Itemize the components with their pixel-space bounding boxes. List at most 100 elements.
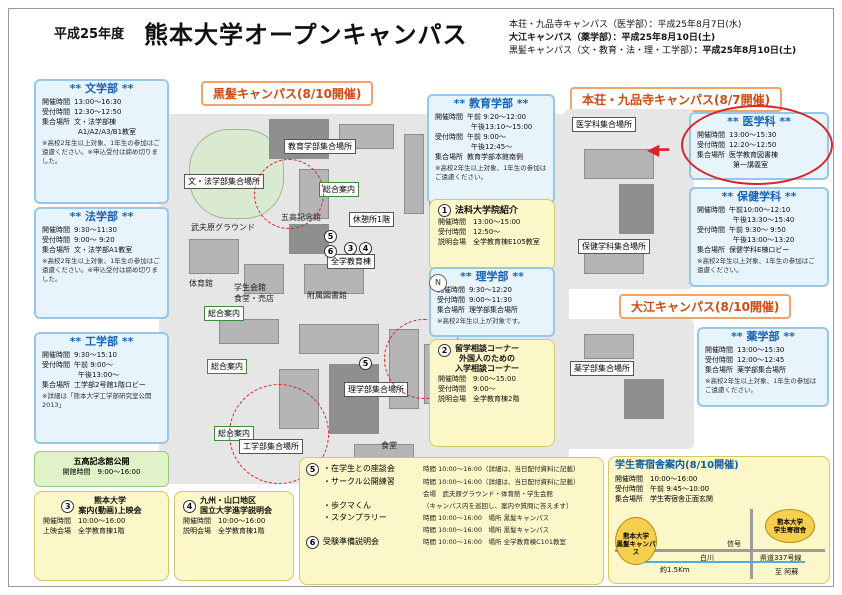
kurokami-campus-tag: 黒髪キャンパス(8/10開催) (201, 81, 374, 106)
info-row: 午後12:45～ (471, 143, 513, 151)
info-row: 集合場所文・法学部棟 (42, 118, 116, 126)
info-row: 午後13:00～13:20 (733, 236, 795, 244)
map-building (219, 319, 279, 344)
oe-campus-tag: 大江キャンパス(8/10開催) (619, 294, 792, 319)
letters-note: ※高校2年生以上対象、1年生の参加はご遠慮ください。※申込受付は締め切りました。 (42, 139, 160, 165)
info-row: 集合場所薬学部集合場所 (705, 366, 786, 374)
info-row: 集合場所文・法学部A1教室 (42, 246, 133, 254)
dorm-row: 集合場所 学生寄宿舎正面玄関 (615, 495, 713, 503)
map-building (329, 364, 379, 434)
map-marker-6: 6 (324, 239, 337, 258)
event-row: ・スタンプラリー 時間 10:00～16:00 場所 黒髪キャンパス (323, 513, 550, 522)
map-building (244, 264, 284, 294)
signal-label: 信号 (727, 540, 741, 548)
dorm-route-map: 熊本大学 黒髪キャンパス 熊本大学 学生寄宿舎 約1.5Km 信号 県道337号… (615, 509, 825, 579)
exam-num: 6 (306, 536, 319, 549)
info-row: 集合場所工学部2号館1階ロビー (42, 381, 146, 389)
map-marker-3: 3 (344, 236, 357, 255)
event-row: 6 受験準備説明会 時間 10:00～16:00 場所 全学教育棟C101教室 (306, 536, 597, 549)
health-title: ** 保健学科 ** (721, 190, 797, 203)
education-info-box: ** 教育学部 ** 開催時間午前 9:20～12:00 午後13:10～15:… (427, 94, 555, 204)
dorm-info-box: 学生寄宿舎案内(8/10開催) 開催時間 10:00～16:00 受付時間 午前… (608, 456, 830, 584)
kyushu-event-box: 4 九州・山口地区 国立大学進学説明会 開催時間 10:00～16:00 説明会… (174, 491, 294, 581)
info-row: 受付時間午前 9:00～ (435, 133, 506, 141)
letters-title: ** 文学部 ** (69, 82, 134, 95)
map-building (584, 334, 634, 359)
north-arrow-icon: N (429, 274, 447, 292)
pharmacy-title: ** 薬学部 ** (731, 330, 795, 343)
road-label: 県道337号線 (760, 554, 802, 562)
map-building (619, 184, 654, 234)
health-info-box: ** 保健学科 ** 開催時間午前10:00～12:10 午後13:30～15:… (689, 187, 829, 287)
intl-row: 開催時間 9:00～15:00 (438, 375, 516, 383)
health-note: ※高校2年生以上対象、1年生の参加はご遠慮ください。 (697, 257, 815, 274)
intl-num: 2 (438, 344, 451, 357)
campus-spot-label: 熊本大学 黒髪キャンパス (615, 517, 657, 565)
gym-label: 体育館 (189, 279, 213, 288)
rest-area-label: 休憩所1階 (349, 212, 395, 227)
law-school-event-box: 1 法科大学院紹介 開催時間 13:00～15:00 受付時間 12:50～ 説… (429, 199, 555, 271)
info-row: 午後13:10～15:00 (471, 123, 533, 131)
law-title: ** 法学部 ** (69, 210, 134, 223)
road-line (750, 509, 753, 579)
canteen-label: 食堂 (381, 441, 397, 450)
medicine-meeting-point-label: 医学科集合場所 (572, 117, 636, 132)
movie-row: 上映会場 全学教育棟1階 (43, 527, 125, 535)
event-row: ・サークル公開練習 時間 10:00～16:00（詳細は、当日配付資料に記載） (323, 477, 580, 486)
law-school-row: 受付時間 12:50～ (438, 228, 501, 236)
map-building (624, 379, 664, 419)
education-title: ** 教育学部 ** (453, 97, 529, 110)
map-building (299, 324, 379, 354)
event-row: 5 ・在学生との座談会 時間 10:00～16:00（詳細は、当日配付資料に記載… (306, 463, 597, 476)
hall-label: 学生会館 食堂・売店 (234, 283, 274, 303)
movie-heading: 3 熊本大学 案内(動画)上映会 (43, 496, 160, 516)
info-row: 開催時間午前 9:20～12:00 (435, 113, 527, 121)
kyushu-heading: 4 九州・山口地区 国立大学進学説明会 (183, 496, 285, 516)
engineering-title: ** 工学部 ** (69, 335, 134, 348)
law-school-title: 法科大学院紹介 (455, 205, 519, 216)
info-row: A1/A2/A3/B1教室 (78, 128, 137, 136)
date-row-honjo: 本荘・九品寺キャンパス（医学部）：平成25年8月7日(水) (509, 20, 742, 30)
dorm-row: 開催時間 10:00～16:00 (615, 475, 698, 483)
science-title: ** 理学部 ** (460, 270, 524, 283)
pharmacy-meeting-point-label: 薬学部集合場所 (570, 361, 634, 376)
medicine-highlight (681, 105, 833, 185)
map-building (189, 239, 239, 274)
engineering-zone (229, 384, 329, 484)
map-marker-5b: 5 (359, 351, 372, 370)
kyushu-num: 4 (183, 499, 196, 513)
event-dates: 本荘・九品寺キャンパス（医学部）：平成25年8月7日(水) 大江キャンパス（薬学… (509, 19, 796, 58)
letters-zone (254, 159, 324, 229)
ground-label: 武夫原グラウンド (191, 223, 255, 232)
info-row: 集合場所保健学科E棟ロビー (697, 246, 790, 254)
event-row: ・歩クマくん （キャンパス内を巡回し、案内や質問に答えます） (323, 501, 573, 510)
page-title: 熊本大学オープンキャンパス (144, 21, 468, 49)
map-building (339, 124, 394, 149)
gokou-memorial-box: 五高記念館公開 開館時間 9:00～16:00 (34, 451, 169, 487)
date-row-kurokami: 黒髪キャンパス（文・教育・法・理・工学部）：平成25年8月10日(土) (509, 46, 797, 56)
map-marker-5: 5 (324, 224, 337, 243)
letters-meeting-point-label: 文・法学部集合場所 (184, 174, 264, 189)
health-meeting-point-label: 保健学科集合場所 (578, 239, 650, 254)
intl-title: 留学相談コーナー 外国人のための 入学相談コーナー (455, 344, 519, 373)
law-school-row: 開催時間 13:00～15:00 (438, 218, 521, 226)
movie-num: 3 (61, 499, 75, 513)
pharmacy-note: ※高校2年生以上対象、1年生の参加はご遠慮ください。 (705, 377, 817, 394)
road-line (615, 549, 825, 552)
oe-campus-map: 薬学部集合場所 (564, 319, 694, 449)
info-row: 午後13:30～15:40 (733, 216, 795, 224)
campus-events-box: 5 ・在学生との座談会 時間 10:00～16:00（詳細は、当日配付資料に記載… (299, 457, 604, 585)
map-building (289, 224, 329, 254)
aso-label: 至 阿蘇 (775, 568, 799, 576)
info-desk-2: 総合案内 (204, 306, 244, 321)
river-label: 白川 (700, 554, 714, 562)
map-building (404, 134, 424, 214)
